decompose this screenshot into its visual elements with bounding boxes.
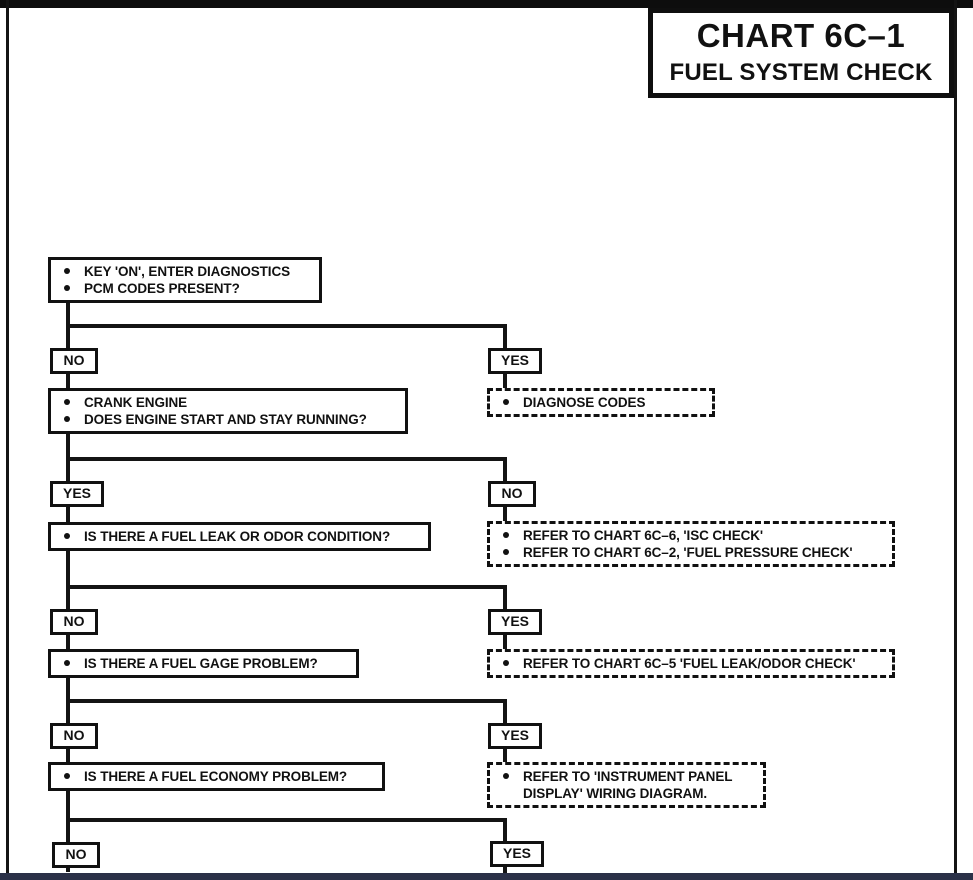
question-box-5: IS THERE A FUEL ECONOMY PROBLEM? — [48, 762, 385, 791]
bullet-icon — [503, 773, 509, 779]
page-bottom-bar — [0, 873, 973, 880]
branch-label-yes: YES — [490, 841, 545, 867]
bullet-icon — [503, 549, 509, 555]
page-top-border — [0, 0, 973, 8]
bullet-icon — [503, 399, 509, 405]
bullet-icon — [64, 773, 70, 779]
question-text: IS THERE A FUEL LEAK OR ODOR CONDITION? — [84, 529, 391, 544]
bullet-icon — [64, 399, 70, 405]
action-box-4: REFER TO 'INSTRUMENT PANEL DISPLAY' WIRI… — [487, 762, 766, 808]
branch-label-no: NO — [50, 348, 98, 374]
bullet-icon — [64, 285, 70, 291]
bullet-icon — [64, 660, 70, 666]
connector-branch-1 — [66, 324, 507, 328]
bullet-icon — [64, 416, 70, 422]
action-text: REFER TO CHART 6C–2, 'FUEL PRESSURE CHEC… — [523, 545, 853, 560]
connector-branch-3 — [66, 585, 507, 589]
page-right-border — [954, 0, 957, 873]
action-text: REFER TO CHART 6C–5 'FUEL LEAK/ODOR CHEC… — [523, 656, 856, 671]
connector-branch-5 — [66, 818, 507, 822]
question-text: KEY 'ON', ENTER DIAGNOSTICS — [84, 264, 290, 279]
action-text: REFER TO 'INSTRUMENT PANEL — [523, 769, 733, 784]
connector-branch-2 — [66, 457, 507, 461]
question-box-1: KEY 'ON', ENTER DIAGNOSTICS PCM CODES PR… — [48, 257, 322, 303]
action-box-1: DIAGNOSE CODES — [487, 388, 715, 417]
question-text: DOES ENGINE START AND STAY RUNNING? — [84, 412, 367, 427]
page-left-border — [6, 0, 9, 880]
branch-label-no: NO — [50, 609, 98, 635]
bullet-icon — [503, 660, 509, 666]
bullet-icon — [503, 532, 509, 538]
bullet-icon — [64, 268, 70, 274]
branch-label-no: NO — [50, 723, 98, 749]
question-text: IS THERE A FUEL GAGE PROBLEM? — [84, 656, 318, 671]
question-box-3: IS THERE A FUEL LEAK OR ODOR CONDITION? — [48, 522, 431, 551]
chart-subtitle: FUEL SYSTEM CHECK — [669, 59, 933, 86]
action-box-2: REFER TO CHART 6C–6, 'ISC CHECK' REFER T… — [487, 521, 895, 567]
question-text: PCM CODES PRESENT? — [84, 281, 240, 296]
action-text: REFER TO CHART 6C–6, 'ISC CHECK' — [523, 528, 764, 543]
connector-branch-4 — [66, 699, 507, 703]
branch-label-yes: YES — [488, 609, 543, 635]
action-text: DISPLAY' WIRING DIAGRAM. — [523, 786, 708, 801]
branch-label-yes: YES — [488, 723, 543, 749]
question-box-2: CRANK ENGINE DOES ENGINE START AND STAY … — [48, 388, 408, 434]
question-text: IS THERE A FUEL ECONOMY PROBLEM? — [84, 769, 348, 784]
branch-label-yes: YES — [50, 481, 105, 507]
question-text: CRANK ENGINE — [84, 395, 188, 410]
action-box-3: REFER TO CHART 6C–5 'FUEL LEAK/ODOR CHEC… — [487, 649, 895, 678]
action-text: DIAGNOSE CODES — [523, 395, 646, 410]
branch-label-yes: YES — [488, 348, 543, 374]
bullet-icon — [64, 533, 70, 539]
question-box-4: IS THERE A FUEL GAGE PROBLEM? — [48, 649, 359, 678]
branch-label-no: NO — [488, 481, 536, 507]
chart-title: CHART 6C–1 — [696, 17, 906, 54]
branch-label-no: NO — [52, 842, 100, 868]
chart-title-box: CHART 6C–1 FUEL SYSTEM CHECK — [648, 8, 954, 98]
